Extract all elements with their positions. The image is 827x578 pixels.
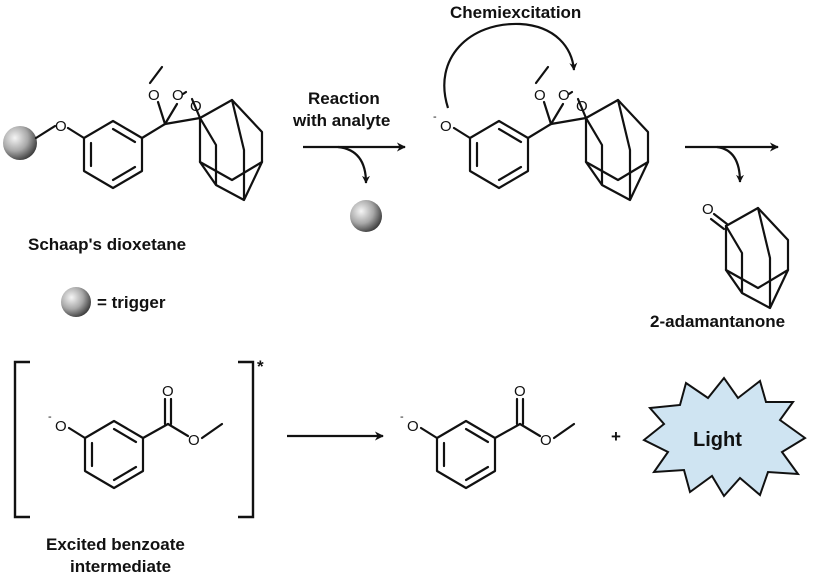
ground-carbonyl-oxygen: O <box>514 383 526 400</box>
aryl-oxygen: O <box>55 118 67 135</box>
released-trigger-ball <box>350 200 382 232</box>
dioxetane-oxygen-1: O <box>172 87 184 104</box>
phenoxide-dioxetane-structure: - O O O O <box>433 65 650 202</box>
left-bracket <box>13 360 30 519</box>
trigger-ball <box>3 126 37 160</box>
methoxy-oxygen-2: O <box>534 87 546 104</box>
trigger-legend-label: = trigger <box>97 293 166 312</box>
dioxetane-oxygen-4: O <box>576 98 588 115</box>
trigger-legend: = trigger <box>61 287 166 317</box>
dioxetane-oxygen-3: O <box>558 87 570 104</box>
cleavage-curved-arrow <box>716 145 744 183</box>
phenoxide-charge: - <box>433 111 437 123</box>
ketone-oxygen: O <box>702 201 714 218</box>
reaction-label-line2: with analyte <box>292 111 390 130</box>
light-label: Light <box>693 429 742 451</box>
release-curved-arrow <box>337 145 370 184</box>
reaction-label-line1: Reaction <box>308 89 380 108</box>
chemiexcitation-label: Chemiexcitation <box>450 3 581 22</box>
right-bracket <box>238 360 255 519</box>
excited-phenoxide-charge: - <box>48 411 52 423</box>
schaaps-dioxetane-label: Schaap's dioxetane <box>28 235 186 254</box>
ground-phenoxide-charge: - <box>400 411 404 423</box>
light-burst-shape <box>642 376 807 498</box>
excited-benzoate-label-line1: Excited benzoate <box>46 535 185 554</box>
excited-phenoxide-oxygen: O <box>55 418 67 435</box>
excited-benzoate-structure: - O O O <box>48 383 224 490</box>
plus-sign: + <box>611 427 621 446</box>
excited-ester-oxygen: O <box>188 432 200 449</box>
adamantanone-label: 2-adamantanone <box>650 312 785 331</box>
excited-state-asterisk: * <box>257 357 264 376</box>
phenoxide-oxygen: O <box>440 118 452 135</box>
chemiexcitation-curved-arrow <box>443 22 578 109</box>
ground-phenoxide-oxygen: O <box>407 418 419 435</box>
trigger-legend-ball <box>61 287 91 317</box>
methoxy-oxygen: O <box>148 87 160 104</box>
ground-benzoate-structure: - O O O <box>400 383 576 490</box>
adamantanone-structure: O <box>702 201 790 310</box>
dioxetane-oxygen-2: O <box>190 98 202 115</box>
excited-carbonyl-oxygen: O <box>162 383 174 400</box>
excited-benzoate-label-line2: intermediate <box>70 557 171 576</box>
schaaps-dioxetane-structure: O O O O <box>3 65 264 202</box>
light-burst: Light <box>642 376 807 498</box>
ground-ester-oxygen: O <box>540 432 552 449</box>
